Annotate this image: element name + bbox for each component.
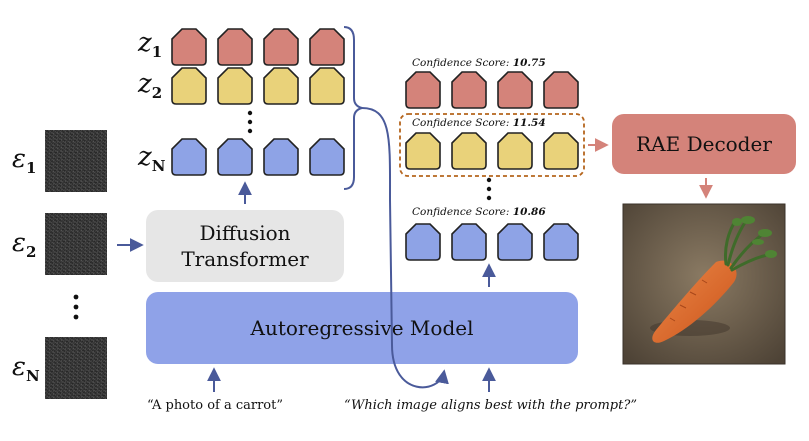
z1-token [217,28,253,66]
epsilon-2-label: ε2 [12,228,37,262]
rae-decoder-label: RAE Decoder [636,132,772,156]
zn-label: zN [138,142,166,176]
latents-to-ar-curve [361,107,449,389]
candidate-ellipsis [486,177,492,201]
candidate3-token [543,223,579,261]
diffusion-transformer-line1: Diffusion [199,221,291,245]
candidate1-token [451,71,487,109]
text-prompt: “A photo of a carrot” [147,398,284,413]
candidate1-token [405,71,441,109]
z2-token [217,67,253,105]
candidate2-token [405,132,441,170]
z1-token [171,28,207,66]
latent-bracket [343,26,363,190]
diffusion-transformer-box: Diffusion Transformer [146,210,344,282]
noise-image-n [45,337,107,399]
candidate3-token [451,223,487,261]
z2-token [309,67,345,105]
latent-ellipsis [247,110,253,134]
noise-ellipsis [73,294,79,320]
candidate1-token [497,71,533,109]
candidate2-token [451,132,487,170]
confidence-score-1: Confidence Score: 10.75 [412,57,546,69]
candidate2-token [497,132,533,170]
rae-decoder-box: RAE Decoder [612,114,796,174]
epsilon-n-label: εN [12,352,40,386]
z1-label: z1 [138,28,163,62]
candidate1-token [543,71,579,109]
z2-token [171,67,207,105]
epsilon-1-label: ε1 [12,144,37,178]
z1-token [263,28,299,66]
generated-carrot-image [622,203,786,365]
candidate3-token [497,223,533,261]
zn-token [217,138,253,176]
zn-token [309,138,345,176]
z2-label: z2 [138,69,163,103]
question-prompt: “Which image aligns best with the prompt… [344,398,637,413]
candidate3-token [405,223,441,261]
autoregressive-model-box: Autoregressive Model [146,292,578,364]
best-candidate-highlight [399,113,585,177]
z2-token [263,67,299,105]
autoregressive-model-label: Autoregressive Model [250,316,474,340]
zn-token [171,138,207,176]
z1-token [309,28,345,66]
confidence-score-2: Confidence Score: 11.54 [412,117,546,129]
confidence-score-3: Confidence Score: 10.86 [412,206,546,218]
noise-image-1 [45,130,107,192]
candidate2-token [543,132,579,170]
diffusion-transformer-line2: Transformer [181,247,309,271]
noise-image-2 [45,213,107,275]
token-layer [171,28,579,261]
zn-token [263,138,299,176]
